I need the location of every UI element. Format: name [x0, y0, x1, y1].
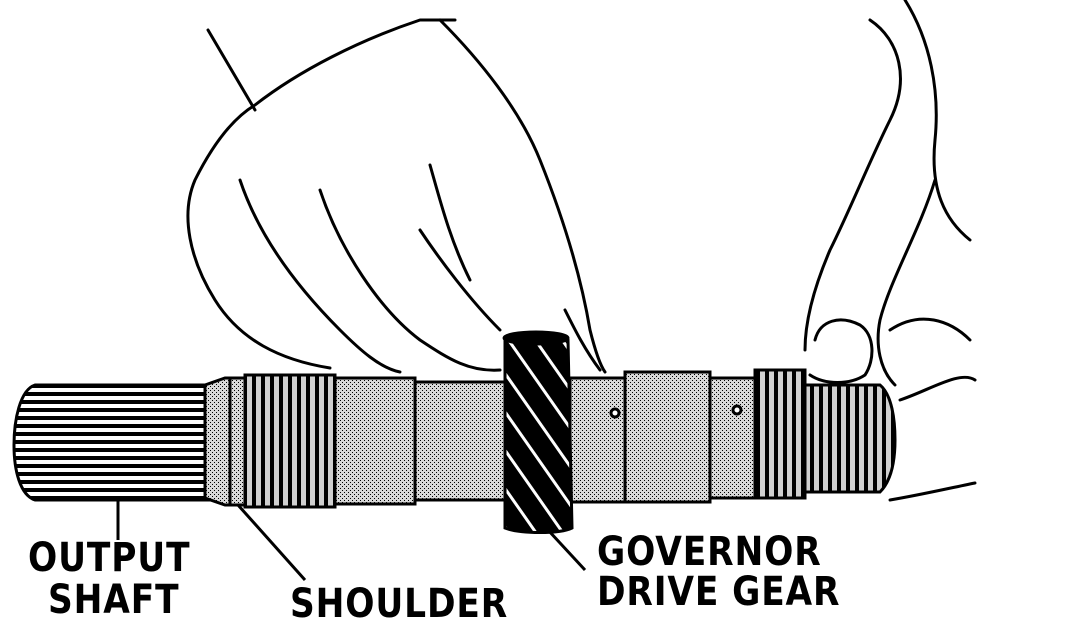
right-wrist — [888, 481, 977, 502]
governor-drive-gear-label-line2: DRIVE GEAR — [597, 569, 841, 615]
leader-lines — [116, 500, 587, 581]
left-finger-2 — [318, 188, 502, 372]
left-finger-knuckle — [428, 163, 472, 282]
right-arm-line — [803, 18, 902, 352]
knurl-section-2 — [753, 368, 807, 500]
right-spline-end — [803, 383, 897, 494]
journal-3 — [568, 376, 627, 504]
shoulder-leader — [236, 504, 307, 581]
knurl-section-1 — [243, 373, 337, 509]
left-finger-1 — [238, 178, 402, 374]
right-finger — [888, 317, 977, 402]
journal-5 — [708, 376, 760, 500]
governor-drive-gear-label-line1: GOVERNOR — [597, 529, 822, 575]
hands-outline — [186, 0, 977, 502]
output-shaft-label-line2: SHAFT — [48, 577, 180, 623]
left-arm-line — [206, 28, 257, 112]
output-shaft-label-line1: OUTPUT — [28, 535, 191, 581]
left-hand — [186, 18, 457, 370]
shoulder-section — [203, 376, 247, 507]
left-thumb — [438, 18, 607, 374]
journal-1 — [333, 376, 417, 506]
left-spline-end — [12, 383, 212, 502]
journal-4 — [623, 370, 712, 504]
governor-drive-gear — [502, 330, 574, 534]
right-thumb — [808, 318, 874, 384]
gear-leader — [546, 528, 587, 572]
left-thumb-nail — [563, 308, 602, 372]
journal-2 — [413, 380, 507, 502]
shoulder-label: SHOULDER — [290, 581, 509, 627]
right-hand — [876, 0, 972, 387]
output-shaft — [12, 368, 897, 509]
left-finger-3 — [418, 228, 502, 332]
